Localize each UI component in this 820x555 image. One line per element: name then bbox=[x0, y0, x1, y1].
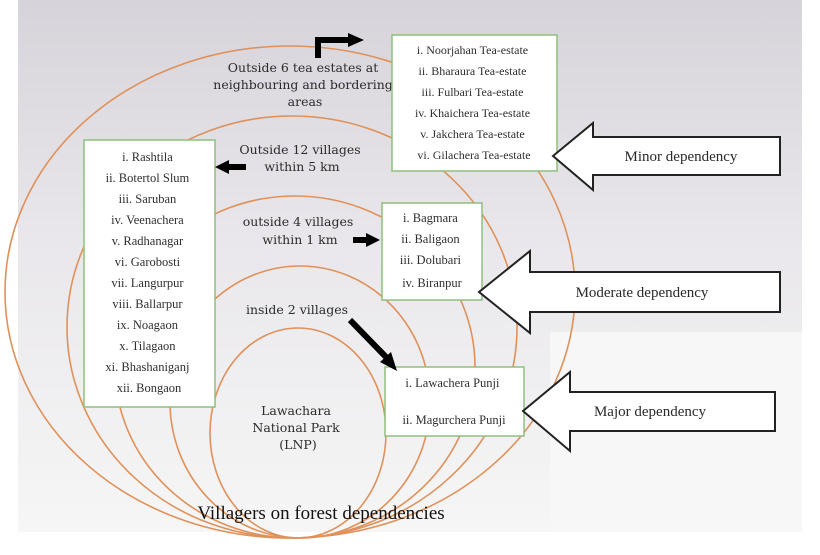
list-4-villages: i. Bagmara ii. Baligaon iii. Dolubari iv… bbox=[400, 211, 464, 290]
list-2-villages: i. Lawachera Punji ii. Magurchera Punji bbox=[402, 376, 506, 427]
minor-dependency-label: Minor dependency bbox=[625, 149, 738, 165]
list-tea-estates: i. Noorjahan Tea-estate ii. Bharaura Tea… bbox=[415, 43, 533, 162]
arrow-2-villages-to-box bbox=[347, 317, 397, 371]
ring-label-12-villages: Outside 12 villages within 5 km bbox=[239, 142, 364, 174]
box-4-villages bbox=[381, 202, 483, 301]
major-dependency-arrow bbox=[521, 369, 776, 454]
box-2-villages bbox=[384, 366, 525, 437]
diagram-caption: Villagers on forest dependencies bbox=[197, 503, 444, 524]
box-tea-estates bbox=[391, 34, 558, 172]
box-12-villages bbox=[83, 139, 216, 408]
list-12-villages: i. Rashtila ii. Botertol Slum iii. Sarub… bbox=[105, 150, 192, 395]
moderate-dependency-label: Moderate dependency bbox=[576, 285, 709, 301]
major-dependency-label: Major dependency bbox=[594, 404, 707, 420]
ring-label-2-villages: inside 2 villages bbox=[246, 302, 348, 317]
minor-dependency-arrow bbox=[551, 120, 781, 193]
arrow-4-villages-to-box bbox=[353, 233, 380, 247]
arrow-tea-to-box bbox=[315, 33, 364, 58]
arrow-12-villages-to-box bbox=[215, 160, 246, 174]
center-label-lnp: Lawachara National Park (LNP) bbox=[252, 403, 343, 452]
ring-label-tea: Outside 6 tea estates at neighbouring an… bbox=[213, 60, 396, 109]
ring-label-4-villages: outside 4 villages within 1 km bbox=[243, 214, 358, 247]
moderate-dependency-arrow bbox=[477, 248, 781, 336]
